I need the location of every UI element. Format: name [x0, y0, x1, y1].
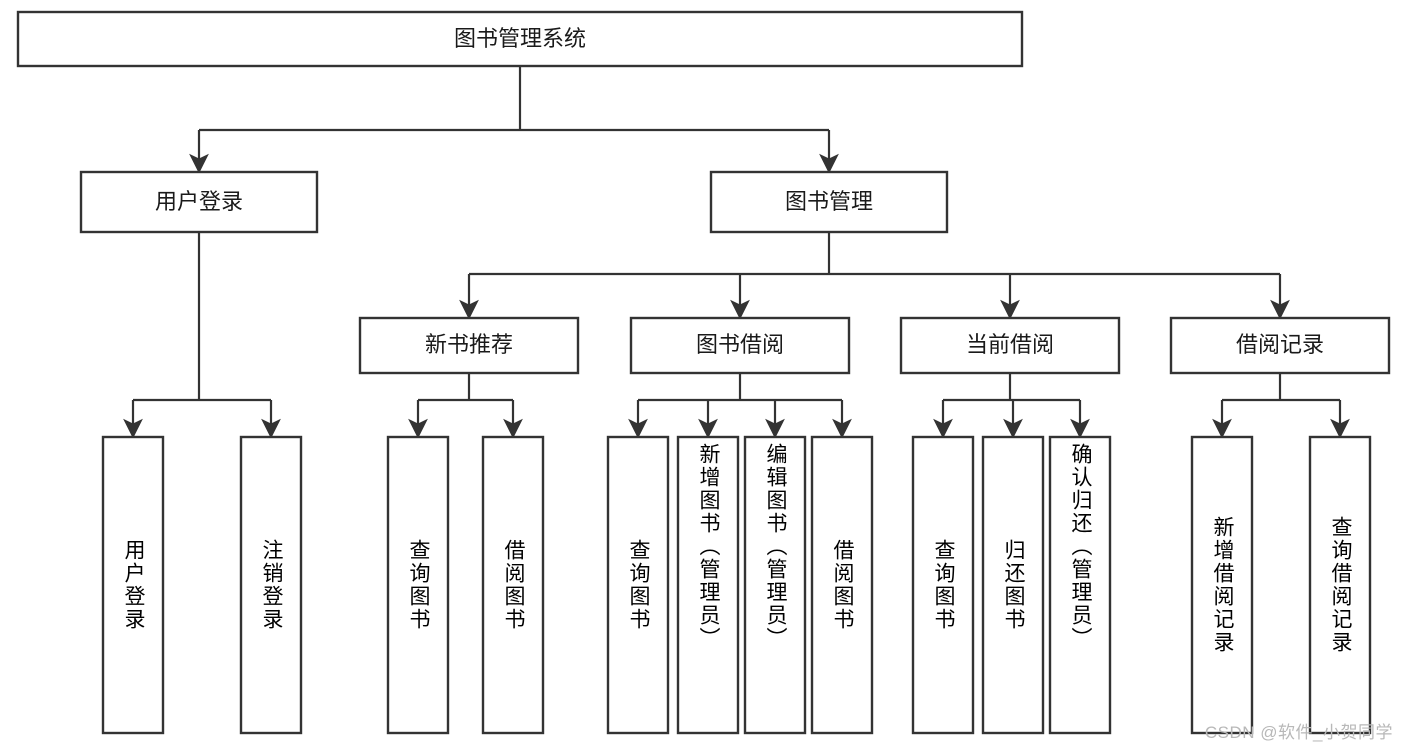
node-leaf-user-login-1-box — [101, 435, 165, 735]
node-leaf-book-borrow-1[interactable] — [606, 435, 670, 735]
node-leaf-borrow-record-1[interactable] — [1190, 435, 1254, 735]
node-current-borrow-box — [899, 316, 1121, 375]
node-leaf-book-borrow-4-box — [810, 435, 874, 735]
node-user-login[interactable]: 用户登录 — [79, 170, 319, 234]
node-leaf-borrow-record-2[interactable] — [1308, 435, 1372, 735]
node-leaf-current-borrow-1[interactable] — [911, 435, 975, 735]
node-leaf-current-borrow-3-box — [1048, 435, 1112, 735]
node-leaf-book-borrow-2-label-wrap: 新增图书（管理员） — [697, 443, 720, 650]
node-leaf-current-borrow-1-box — [911, 435, 975, 735]
node-leaf-book-borrow-1-label-wrap: 查询图书 — [627, 539, 650, 631]
node-leaf-book-borrow-3-label-wrap: 编辑图书（管理员） — [764, 443, 787, 650]
node-borrow-record-box — [1169, 316, 1391, 375]
node-leaf-current-borrow-2-label: 归还图书 — [1002, 539, 1025, 631]
node-book-borrow[interactable]: 图书借阅 — [629, 316, 851, 375]
node-borrow-record-label: 借阅记录 — [1236, 332, 1324, 357]
node-leaf-user-login-2-box — [239, 435, 303, 735]
node-leaf-book-borrow-4[interactable] — [810, 435, 874, 735]
node-leaf-current-borrow-2[interactable] — [981, 435, 1045, 735]
node-root-box — [16, 10, 1024, 68]
node-book-management[interactable]: 图书管理 — [709, 170, 949, 234]
node-leaf-new-book-1[interactable] — [386, 435, 450, 735]
node-new-book-recommend[interactable]: 新书推荐 — [358, 316, 580, 375]
node-leaf-new-book-2[interactable] — [481, 435, 545, 735]
node-leaf-book-borrow-2[interactable] — [676, 435, 740, 735]
node-leaf-current-borrow-3[interactable] — [1048, 435, 1112, 735]
node-leaf-book-borrow-3[interactable] — [743, 435, 807, 735]
node-leaf-borrow-record-1-box — [1190, 435, 1254, 735]
node-leaf-current-borrow-3-label-wrap: 确认归还（管理员） — [1069, 443, 1092, 650]
node-leaf-user-login-2-label-wrap: 注销登录 — [260, 539, 283, 631]
node-leaf-book-borrow-3-label: 编辑图书（管理员） — [764, 443, 787, 650]
node-borrow-record[interactable]: 借阅记录 — [1169, 316, 1391, 375]
node-leaf-new-book-1-label-wrap: 查询图书 — [407, 539, 430, 631]
node-leaf-current-borrow-2-box — [981, 435, 1045, 735]
node-leaf-borrow-record-2-box — [1308, 435, 1372, 735]
node-book-management-label: 图书管理 — [785, 189, 873, 214]
node-leaf-book-borrow-4-label: 借阅图书 — [831, 539, 854, 631]
node-leaf-book-borrow-1-box — [606, 435, 670, 735]
node-leaf-book-borrow-3-box — [743, 435, 807, 735]
node-leaf-book-borrow-2-box — [676, 435, 740, 735]
node-leaf-user-login-2[interactable] — [239, 435, 303, 735]
node-user-login-box — [79, 170, 319, 234]
node-book-borrow-label: 图书借阅 — [696, 332, 784, 357]
node-book-management-box — [709, 170, 949, 234]
node-leaf-borrow-record-1-label: 新增借阅记录 — [1211, 516, 1234, 654]
node-leaf-book-borrow-2-label: 新增图书（管理员） — [697, 443, 720, 650]
node-root-book-management-system[interactable]: 图书管理系统 — [16, 10, 1024, 68]
node-leaf-current-borrow-2-label-wrap: 归还图书 — [1002, 539, 1025, 631]
node-leaf-new-book-1-box — [386, 435, 450, 735]
node-leaf-user-login-1-label-wrap: 用户登录 — [122, 539, 145, 631]
node-leaf-borrow-record-1-label-wrap: 新增借阅记录 — [1211, 516, 1234, 654]
node-current-borrow-label: 当前借阅 — [966, 332, 1054, 357]
node-leaf-book-borrow-1-label: 查询图书 — [627, 539, 650, 631]
node-leaf-book-borrow-4-label-wrap: 借阅图书 — [831, 539, 854, 631]
node-leaf-user-login-2-label: 注销登录 — [260, 539, 283, 631]
node-leaf-new-book-2-box — [481, 435, 545, 735]
node-leaf-current-borrow-1-label: 查询图书 — [932, 539, 955, 631]
node-leaf-user-login-1[interactable] — [101, 435, 165, 735]
node-leaf-current-borrow-1-label-wrap: 查询图书 — [932, 539, 955, 631]
node-new-book-recommend-box — [358, 316, 580, 375]
node-leaf-borrow-record-2-label: 查询借阅记录 — [1329, 516, 1352, 654]
edge-group — [123, 66, 1350, 439]
node-leaf-new-book-1-label: 查询图书 — [407, 539, 430, 631]
node-leaf-current-borrow-3-label: 确认归还（管理员） — [1069, 443, 1092, 650]
node-leaf-borrow-record-2-label-wrap: 查询借阅记录 — [1329, 516, 1352, 654]
node-current-borrow[interactable]: 当前借阅 — [899, 316, 1121, 375]
node-book-borrow-box — [629, 316, 851, 375]
node-user-login-label: 用户登录 — [155, 189, 243, 214]
node-leaf-new-book-2-label: 借阅图书 — [502, 539, 525, 631]
csdn-watermark: CSDN @软件_小贺同学 — [1204, 723, 1393, 742]
node-new-book-recommend-label: 新书推荐 — [425, 332, 513, 357]
node-root-label: 图书管理系统 — [454, 26, 586, 51]
node-leaf-user-login-1-label: 用户登录 — [122, 539, 145, 631]
node-leaf-new-book-2-label-wrap: 借阅图书 — [502, 539, 525, 631]
